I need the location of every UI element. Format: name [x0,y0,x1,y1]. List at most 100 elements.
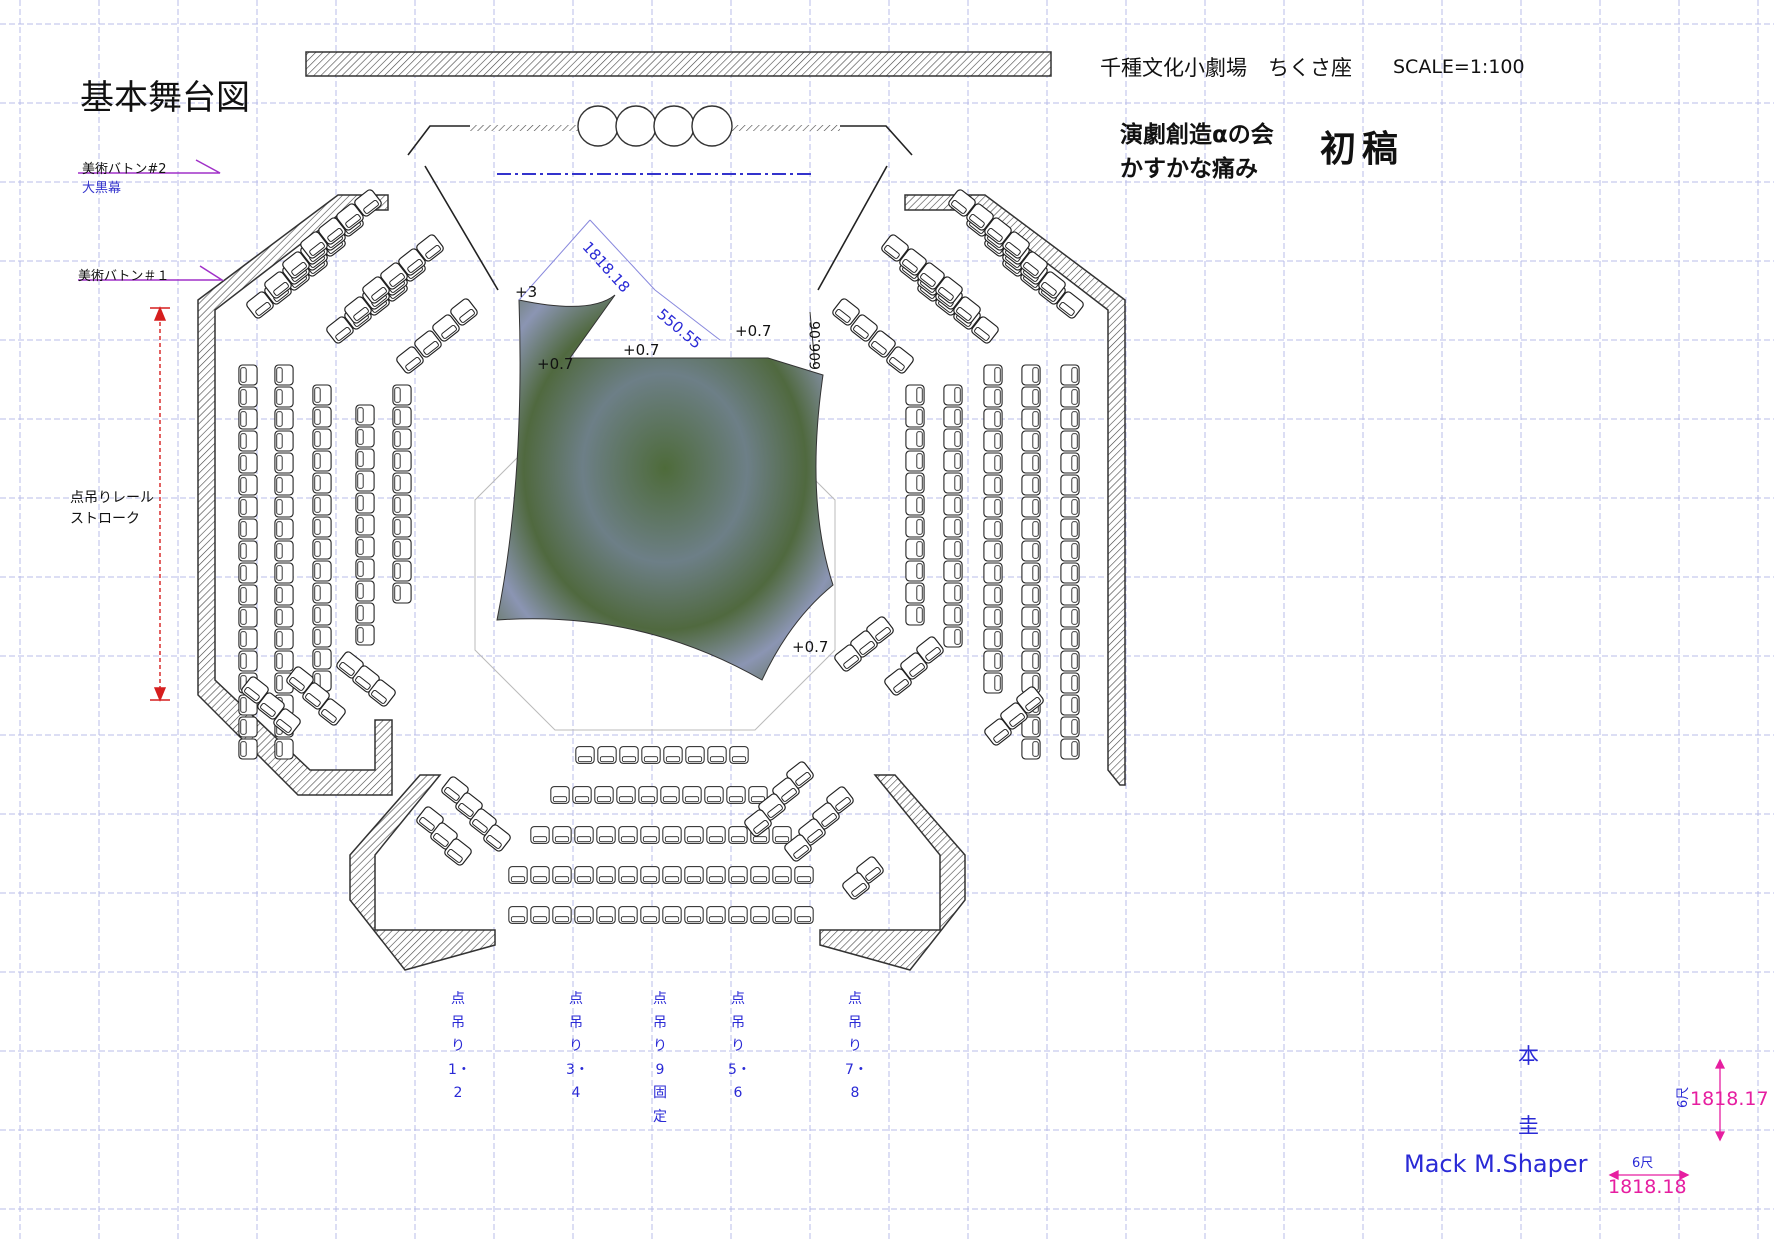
play-title: かすかな痛み [1120,156,1258,182]
audience-seat [943,450,963,472]
audience-seat [238,386,258,408]
audience-seat [1060,496,1080,518]
batten-1-label: 美術バトン＃１ [78,269,170,284]
point-hanger-3-4: 点吊り3・4 [566,991,589,1101]
scale-vertical-mm: 1818.17 [1690,1088,1769,1110]
audience-seat [943,384,963,406]
audience-seat [238,606,258,628]
audience-seat [238,496,258,518]
designer-name: Mack M.Shaper [1404,1150,1588,1178]
audience-seat [312,582,332,604]
audience-seat [1021,584,1041,606]
company-name: 演劇創造αの会 [1120,122,1274,148]
audience-seat [1060,562,1080,584]
audience-seat [983,606,1003,628]
audience-seat [238,628,258,650]
point-hanger-1-2: 点吊り1・2 [448,991,471,1101]
audience-seat [355,558,375,580]
audience-seat [1021,738,1041,760]
stage-offset-dimension: 606.06 [808,321,824,370]
point-hanger-9-fixed: 点吊り9固定 [653,991,667,1125]
audience-seat [572,786,592,804]
audience-seat [274,518,294,540]
audience-seat [726,786,746,804]
audience-seat [983,386,1003,408]
audience-seat [1021,628,1041,650]
audience-seat [355,426,375,448]
bottom-auditorium-wall [349,774,966,971]
audience-seat [663,746,683,764]
audience-seat [1021,364,1041,386]
audience-seat [392,582,412,604]
audience-seat [905,494,925,516]
drawing-scale: SCALE=1:100 [1393,56,1525,78]
audience-seat [905,472,925,494]
audience-seat [1060,606,1080,628]
audience-seat [596,906,616,924]
audience-seat [1021,562,1041,584]
audience-seat [905,516,925,538]
stage-level-d: +0.7 [792,638,829,656]
audience-seat [983,430,1003,452]
audience-seat [905,384,925,406]
audience-seat [943,604,963,626]
audience-seat [530,906,550,924]
audience-seat [905,450,925,472]
audience-seat [355,448,375,470]
audience-seat [274,562,294,584]
audience-seat [238,474,258,496]
audience-seat [983,452,1003,474]
scale-horizontal-shaku: 6尺 [1632,1156,1654,1171]
audience-seat [618,826,638,844]
rail-stroke-label: 点吊りレール ストローク [70,488,154,530]
audience-seat [685,746,705,764]
audience-seat [1060,584,1080,606]
audience-seat [552,826,572,844]
audience-seat [274,496,294,518]
audience-seat [616,786,636,804]
audience-seat [1060,386,1080,408]
audience-seat [772,826,792,844]
audience-seat [312,626,332,648]
audience-seat [943,406,963,428]
rail-stroke-arrow [150,306,170,702]
audience-seat [1060,518,1080,540]
drawing-title: 基本舞台図 [80,78,250,118]
audience-seat [772,866,792,884]
audience-seat [312,604,332,626]
audience-seat [238,518,258,540]
audience-seat [1060,694,1080,716]
audience-seat [312,538,332,560]
audience-seat [574,866,594,884]
stage-level-c: +0.7 [735,322,772,340]
audience-seat [1060,364,1080,386]
audience-seat [1021,386,1041,408]
audience-seat [312,472,332,494]
audience-seat [1021,430,1041,452]
audience-seat [312,428,332,450]
rail-stroke-line1: 点吊りレール [70,490,154,506]
stage-level-a: +0.7 [537,355,574,373]
audience-seat [530,826,550,844]
audience-seat [552,866,572,884]
audience-seat [392,538,412,560]
audience-seat [274,408,294,430]
audience-seat [274,738,294,760]
audience-seat [596,866,616,884]
audience-seat [274,474,294,496]
audience-seat [550,786,570,804]
signature-char-bottom: 圭 [1518,1114,1539,1138]
audience-seat [983,474,1003,496]
audience-seat [1021,452,1041,474]
upstage-circles [577,105,733,147]
stage-level-b: +0.7 [623,341,660,359]
audience-seat [274,452,294,474]
audience-seat [312,406,332,428]
audience-seat [596,826,616,844]
audience-seat [707,746,727,764]
audience-seat [983,562,1003,584]
audience-seat [355,404,375,426]
audience-seat [1021,496,1041,518]
